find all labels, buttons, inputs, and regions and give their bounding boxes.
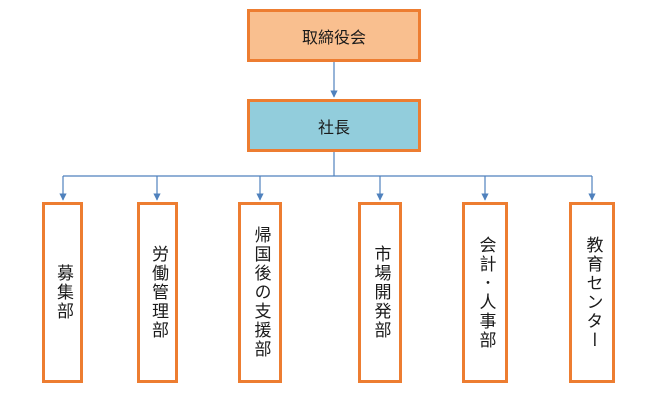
dept-label-market-development: 市場開発部 [370,245,391,340]
dept-box-recruitment: 募集部 [42,202,83,383]
dept-label-labor-management: 労働管理部 [148,245,168,340]
dept-label-accounting-hr: 会計･人事部 [475,235,496,350]
dept-box-labor-management: 労働管理部 [137,202,178,383]
president-label: 社長 [317,117,350,137]
dept-label-recruitment: 募集部 [53,264,73,321]
board-of-directors-label: 取締役会 [301,27,366,47]
dept-box-education-center: 教育センター [569,202,615,383]
dept-label-post-return-support: 帰国後の支援部 [250,226,271,359]
dept-label-education-center: 教育センター [582,235,603,350]
dept-box-post-return-support: 帰国後の支援部 [238,202,282,383]
board-of-directors-box: 取締役会 [247,9,421,62]
president-box: 社長 [247,99,421,152]
dept-box-market-development: 市場開発部 [358,202,402,383]
dept-box-accounting-hr: 会計･人事部 [462,202,508,383]
